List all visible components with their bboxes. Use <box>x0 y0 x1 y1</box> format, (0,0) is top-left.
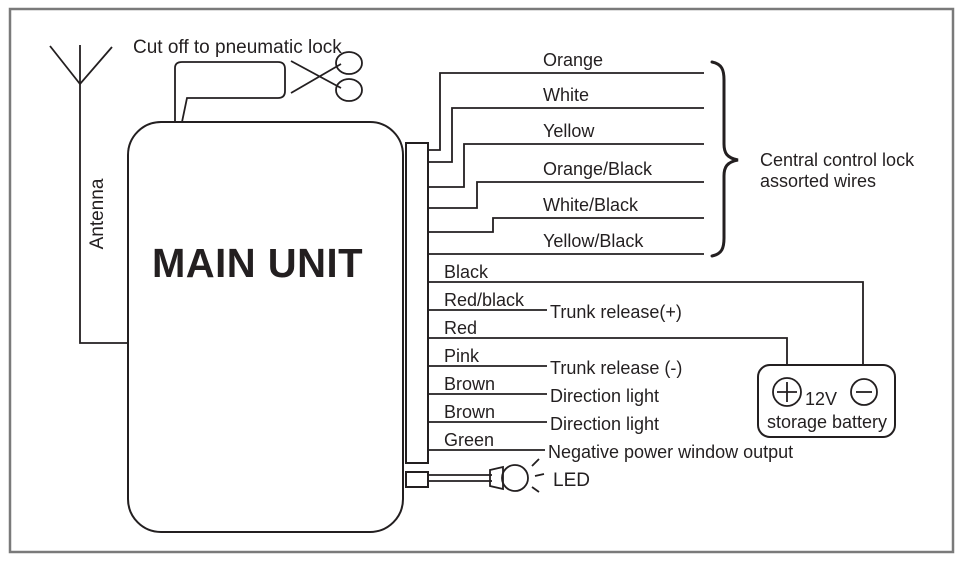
wire-color-label: Pink <box>444 346 480 366</box>
scissors-icon <box>290 51 363 102</box>
wire-label: Yellow <box>543 121 595 141</box>
main-unit: MAIN UNIT <box>127 121 404 533</box>
wire-function-label: Direction light <box>550 386 659 406</box>
antenna: Antenna <box>49 45 128 344</box>
battery-box <box>757 364 896 438</box>
storage-battery: 12V storage battery <box>757 364 896 438</box>
plus-terminal-icon <box>772 377 802 407</box>
central-lock-group-label: Central control lock assorted wires <box>710 60 915 258</box>
led-wire <box>428 474 492 482</box>
group-label-line2: assorted wires <box>760 171 876 191</box>
led-bulb-icon <box>489 458 545 493</box>
wire-label: White <box>543 85 589 105</box>
battery-voltage: 12V <box>805 389 837 409</box>
wire-color-label: Brown <box>444 402 495 422</box>
central-lock-wires: Orange White Yellow Orange/Black White/B… <box>428 50 704 255</box>
wire-white <box>428 107 704 163</box>
wire-label: Orange/Black <box>543 159 653 179</box>
wire-function-label: Trunk release(+) <box>550 302 682 322</box>
wire-orange <box>428 72 704 151</box>
battery-label: storage battery <box>767 412 887 432</box>
diagram-border <box>8 7 955 554</box>
led-label: LED <box>553 470 590 491</box>
connector-strip <box>405 142 429 464</box>
wire-function-label: Negative power window output <box>548 442 793 462</box>
wire-color-label: Brown <box>444 374 495 394</box>
pneumatic-loop: Cut off to pneumatic lock <box>133 37 363 123</box>
wire-color-label: Red/black <box>444 290 525 310</box>
antenna-icon <box>49 45 113 86</box>
wire-color-label: Red <box>444 318 477 338</box>
led-connector-block <box>405 471 429 488</box>
wire-color-label: Black <box>444 262 489 282</box>
led-indicator: LED <box>405 458 590 493</box>
antenna-label: Antenna <box>87 178 108 249</box>
wire-white-black <box>428 217 704 233</box>
wire-black <box>428 281 864 365</box>
antenna-mast <box>79 45 128 344</box>
group-label-line1: Central control lock <box>760 150 915 170</box>
minus-terminal-icon <box>850 378 878 406</box>
pneumatic-label: Cut off to pneumatic lock <box>133 37 342 58</box>
wire-label: Orange <box>543 50 603 70</box>
wire-color-label: Green <box>444 430 494 450</box>
loop-wire <box>174 61 286 123</box>
output-wires: Black Red/black Red Pink Brown Brown Gre… <box>428 262 864 462</box>
wire-red <box>428 337 788 365</box>
wire-label: Yellow/Black <box>543 231 644 251</box>
wire-function-label: Direction light <box>550 414 659 434</box>
wire-function-label: Trunk release (-) <box>550 358 682 378</box>
main-unit-box <box>127 121 404 533</box>
light-rays <box>531 458 545 493</box>
curly-brace <box>710 60 739 258</box>
wire-yellow <box>428 143 704 188</box>
wire-orange-black <box>428 181 704 209</box>
main-unit-label: MAIN UNIT <box>152 240 363 286</box>
wire-label: White/Black <box>543 195 639 215</box>
